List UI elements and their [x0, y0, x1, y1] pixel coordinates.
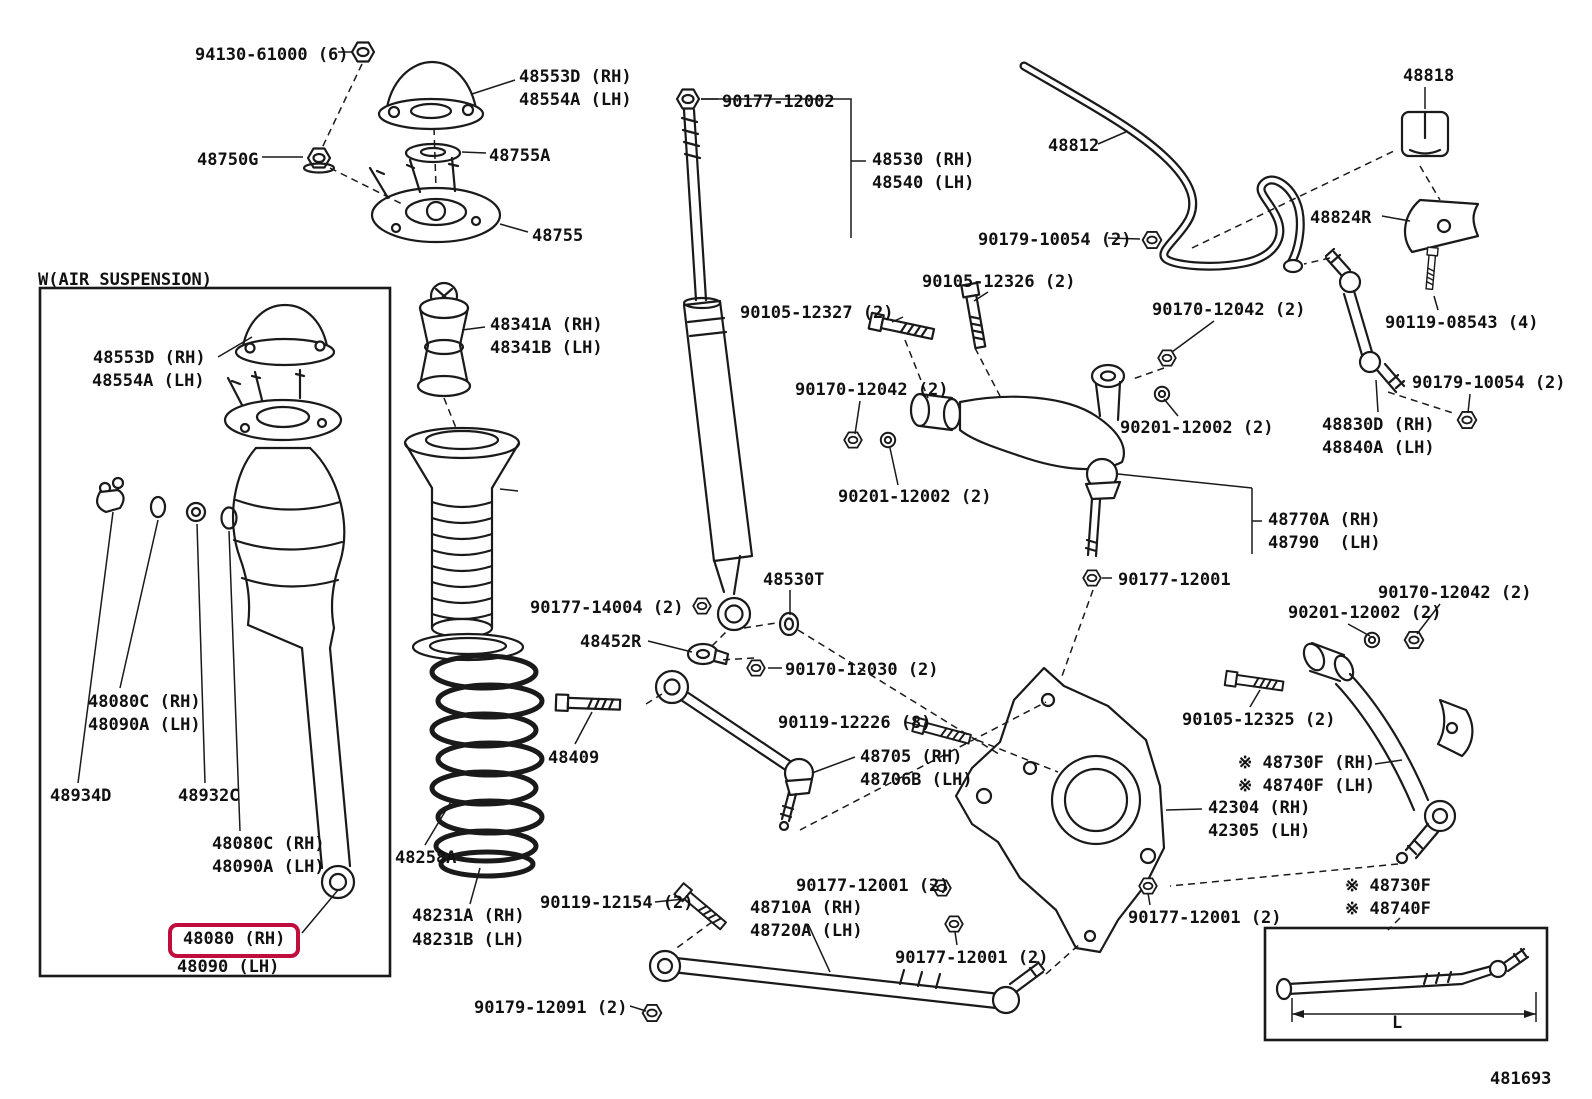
spring-seat-drawing — [411, 632, 525, 662]
shock-fasteners — [686, 597, 766, 677]
lower-arm-drawing — [843, 281, 1177, 587]
lower-rod-drawing — [641, 882, 1046, 1023]
upper-arm-drawing — [1223, 630, 1474, 865]
bracket-48530 — [701, 98, 866, 238]
upper-support-drawing — [302, 41, 502, 244]
bump-stop-drawing — [416, 281, 472, 398]
bracket-48770 — [1117, 473, 1262, 554]
bottom-right-box — [1263, 926, 1549, 1042]
shock-absorber-drawing — [675, 88, 800, 637]
knuckle-drawing — [932, 666, 1166, 954]
dashed-assembly-lines — [321, 63, 1457, 975]
leader-lines — [77, 51, 1471, 1012]
stabilizer-bar-drawing — [1019, 61, 1480, 430]
strut-rod-drawing — [554, 669, 973, 832]
spring-boot-drawing — [403, 426, 521, 639]
tie-rod-drawing — [1275, 947, 1537, 1022]
air-suspension-box — [38, 286, 392, 978]
coil-spring-drawing — [429, 653, 545, 879]
air-strut-small-parts — [95, 476, 238, 530]
air-strut-drawing — [223, 303, 356, 900]
